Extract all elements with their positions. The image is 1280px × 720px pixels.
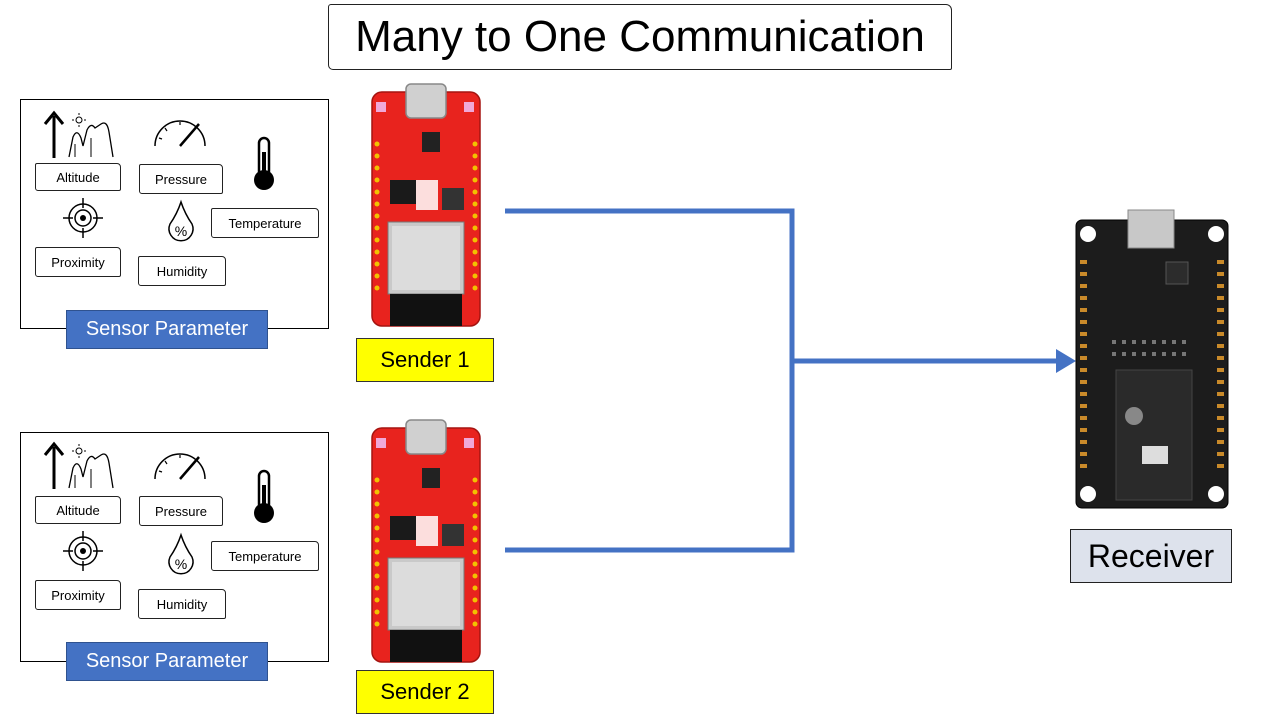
altitude-mountain-icon [68,444,114,489]
humidity-drop-icon: % [168,199,194,242]
sender-1-label: Sender 1 [356,338,494,382]
page-title: Many to One Communication [328,4,952,70]
temperature-label: Temperature [211,208,319,238]
thermometer-icon [254,469,274,523]
pressure-label: Pressure [139,164,223,194]
sensor-parameter-caption-1: Sensor Parameter [66,310,268,349]
sensor-panel-2: Altitude Pressure % Temperature Proximit… [20,432,329,662]
altitude-label: Altitude [35,163,121,191]
gauge-icon [154,120,206,147]
receiver-label: Receiver [1070,529,1232,583]
connector-sender-1 [505,208,795,553]
altitude-mountain-icon [68,113,114,158]
humidity-label: Humidity [138,256,226,286]
proximity-label: Proximity [35,580,121,610]
thermometer-icon [254,136,274,190]
esp32-board-icon [371,419,481,663]
arrowhead [1056,349,1076,373]
gauge-icon [154,453,206,480]
receiver-board-icon [1075,209,1229,509]
altitude-label: Altitude [35,496,121,524]
sensor-parameter-caption-2: Sensor Parameter [66,642,268,681]
temperature-label: Temperature [211,541,319,571]
up-arrow-icon [43,110,65,158]
up-arrow-icon [43,441,65,489]
crosshair-icon [63,198,103,238]
proximity-label: Proximity [35,247,121,277]
pressure-label: Pressure [139,496,223,526]
humidity-label: Humidity [138,589,226,619]
svg-text:%: % [175,223,187,239]
crosshair-icon [63,531,103,571]
esp32-board-icon [371,83,481,327]
sender-2-label: Sender 2 [356,670,494,714]
svg-text:%: % [175,556,187,572]
humidity-drop-icon: % [168,532,194,575]
